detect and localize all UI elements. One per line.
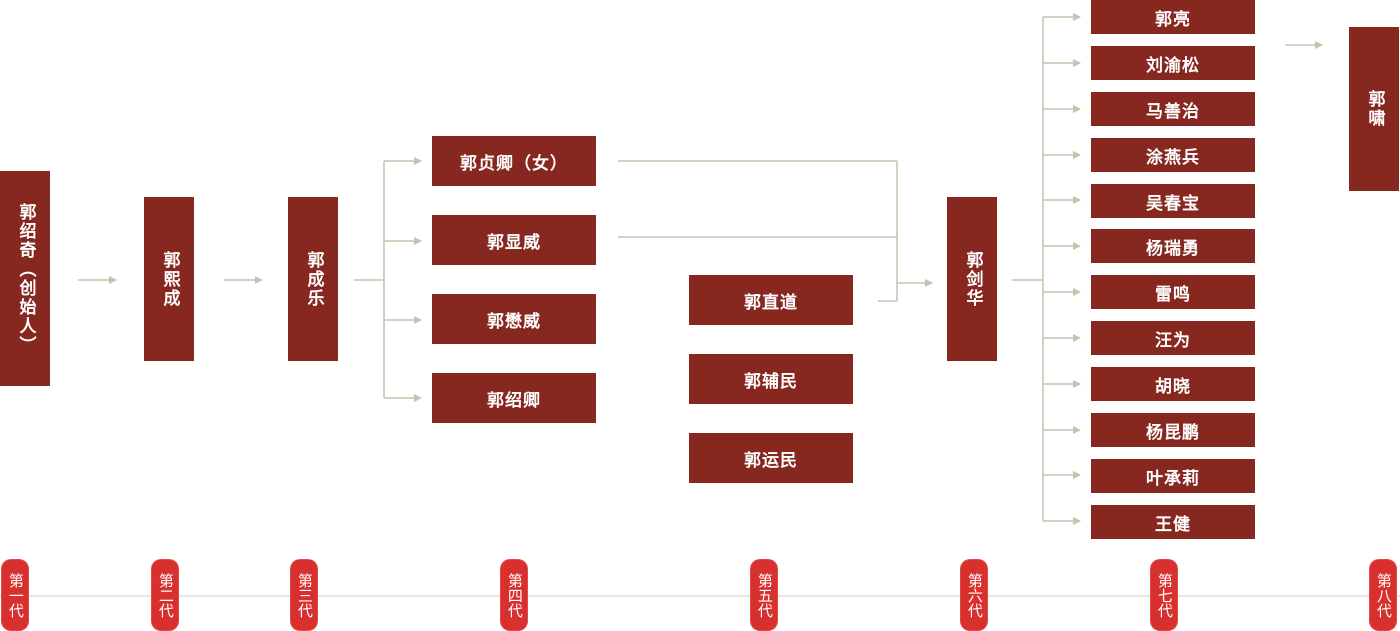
seal-generation-5: 第五代 xyxy=(751,560,777,630)
member-g5-2: 郭辅民 xyxy=(689,354,853,404)
member-g4-4: 郭绍卿 xyxy=(432,373,596,423)
member-g7-4: 涂燕兵 xyxy=(1091,138,1255,172)
seal-generation-7: 第七代 xyxy=(1151,560,1177,630)
member-g7-10: 杨昆鹏 xyxy=(1091,413,1255,447)
member-g3-1: 郭成乐 xyxy=(288,197,338,361)
member-g4-1: 郭贞卿（女） xyxy=(432,136,596,186)
member-g7-8: 汪为 xyxy=(1091,321,1255,355)
member-g5-3: 郭运民 xyxy=(689,433,853,483)
seal-generation-8: 第八代 xyxy=(1370,560,1396,630)
member-g7-7: 雷鸣 xyxy=(1091,275,1255,309)
member-g7-9: 胡晓 xyxy=(1091,367,1255,401)
member-g7-3: 马善治 xyxy=(1091,92,1255,126)
seal-generation-4: 第四代 xyxy=(501,560,527,630)
member-g7-11: 叶承莉 xyxy=(1091,459,1255,493)
member-g7-1: 郭亮 xyxy=(1091,0,1255,34)
seal-generation-6: 第六代 xyxy=(961,560,987,630)
seal-generation-3: 第三代 xyxy=(291,560,317,630)
member-g7-5: 吴春宝 xyxy=(1091,184,1255,218)
member-g7-12: 王健 xyxy=(1091,505,1255,539)
member-g7-6: 杨瑞勇 xyxy=(1091,229,1255,263)
member-g1-1: 郭绍奇（创始人） xyxy=(0,171,50,386)
member-g2-1: 郭熙成 xyxy=(144,197,194,361)
seal-generation-1: 第一代 xyxy=(2,560,28,630)
member-g6-1: 郭剑华 xyxy=(947,197,997,361)
member-g7-2: 刘渝松 xyxy=(1091,46,1255,80)
seal-generation-2: 第二代 xyxy=(152,560,178,630)
member-g4-3: 郭懋威 xyxy=(432,294,596,344)
member-g4-2: 郭显威 xyxy=(432,215,596,265)
member-g5-1: 郭直道 xyxy=(689,275,853,325)
member-g8-1: 郭啸 xyxy=(1349,27,1399,191)
